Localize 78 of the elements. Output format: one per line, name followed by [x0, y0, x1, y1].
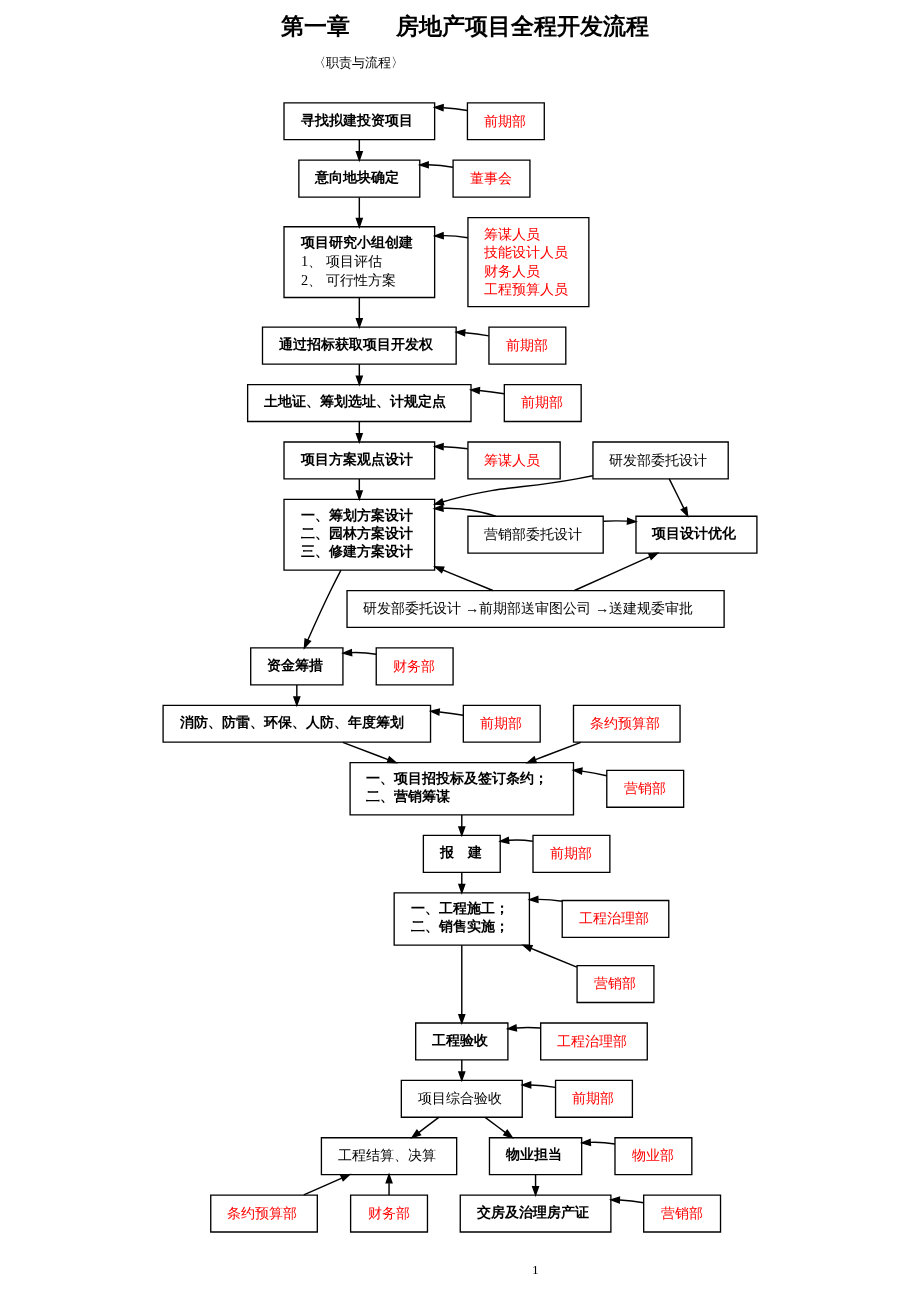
arrow: [573, 552, 660, 592]
arrow: [432, 103, 469, 112]
node-box: 前期部: [532, 834, 611, 873]
node-box: 营销部: [576, 964, 655, 1004]
arrow: [433, 565, 494, 592]
node-box: 筹谋人员 技能设计人员 财务人员 工程预算人员: [467, 216, 590, 308]
node-box: 一、项目招投标及签订条约； 二、营销筹谋: [349, 762, 575, 816]
node-box: 通过招标获取项目开发权: [261, 326, 457, 365]
node-box: 项目设计优化: [635, 515, 758, 554]
arrow: [668, 478, 689, 518]
label: 〈职责与流程〉: [313, 55, 405, 71]
node-box: 工程结算、决算: [320, 1137, 458, 1176]
diagram-title: 第一章 房地产项目全程开发流程: [281, 13, 650, 39]
arrow: [303, 1173, 352, 1196]
node-box: 物业担当: [488, 1137, 583, 1176]
node-box: 董事会: [452, 159, 531, 198]
arrow: [432, 231, 469, 240]
node-box: 报 建: [422, 834, 501, 873]
node-box: 项目方案观点设计: [283, 441, 436, 480]
label: 1: [531, 1262, 539, 1278]
node-box: 前期部: [554, 1079, 634, 1118]
node-box: 意向地块确定: [298, 159, 421, 198]
arrow: [410, 1116, 440, 1139]
node-box: 营销部: [606, 769, 685, 808]
node-box: 营销部: [643, 1194, 722, 1233]
arrow: [527, 895, 563, 904]
arrow: [579, 1138, 616, 1147]
arrow: [521, 944, 578, 968]
arrow: [505, 1024, 542, 1032]
arrow: [457, 1059, 466, 1083]
node-box: 前期部: [462, 704, 541, 743]
arrow: [498, 836, 534, 845]
node-box: 寻找拟建投资项目: [283, 102, 436, 141]
node-box: 物业部: [614, 1137, 693, 1176]
node-box: 条约预算部: [572, 704, 681, 743]
arrow: [571, 767, 608, 777]
node-box: 一、筹划方案设计 二、园林方案设计 三、修建方案设计: [283, 498, 436, 571]
arrow: [428, 708, 464, 717]
arrow: [417, 160, 454, 169]
arrow: [432, 442, 469, 451]
node-box: 财务部: [375, 647, 454, 686]
arrow: [525, 741, 582, 764]
arrow: [385, 1172, 393, 1196]
node-box: 研发部委托设计: [592, 441, 729, 480]
node-box: 前期部: [503, 383, 582, 423]
arrow: [602, 517, 638, 525]
node-box: 筹谋人员: [467, 441, 561, 480]
arrow: [303, 569, 342, 650]
node-box: 消防、防雷、环保、人防、年度筹划: [162, 704, 432, 743]
arrow: [484, 1116, 514, 1139]
arrow: [355, 196, 364, 229]
arrow: [608, 1196, 645, 1204]
arrow: [454, 328, 490, 337]
arrow: [341, 648, 377, 657]
node-box: 前期部: [488, 326, 567, 365]
arrow: [432, 504, 497, 517]
arrow: [432, 475, 594, 506]
arrow: [292, 684, 301, 708]
node-box: 工程治理部: [561, 899, 670, 939]
node-box: 工程治理部: [540, 1022, 648, 1061]
node-box: 项目综合验收: [400, 1079, 523, 1118]
node-box: 研发部委托设计 →前期部送审图公司 →送建规委审批: [346, 589, 725, 629]
node-box: 营销部委托设计: [467, 515, 604, 554]
arrow: [355, 297, 364, 330]
arrow: [457, 871, 466, 895]
node-box: 资金筹措: [250, 647, 344, 686]
node-box: 财务部: [349, 1194, 429, 1233]
node-box: 前期部: [466, 102, 545, 141]
arrow: [457, 814, 466, 838]
node-box: 一、工程施工； 二、销售实施；: [393, 892, 531, 946]
node-box: 条约预算部: [210, 1194, 318, 1233]
arrow: [468, 386, 505, 395]
arrow: [520, 1081, 557, 1089]
node-box: 工程验收: [415, 1022, 509, 1061]
node-box: 交房及治理房产证: [459, 1194, 612, 1233]
node-box: 土地证、筹划选址、计规定点: [246, 383, 472, 423]
arrow: [457, 944, 466, 1026]
node-box: 项目研究小组创建 1、 项目评估 2、 可行性方案: [283, 226, 436, 299]
